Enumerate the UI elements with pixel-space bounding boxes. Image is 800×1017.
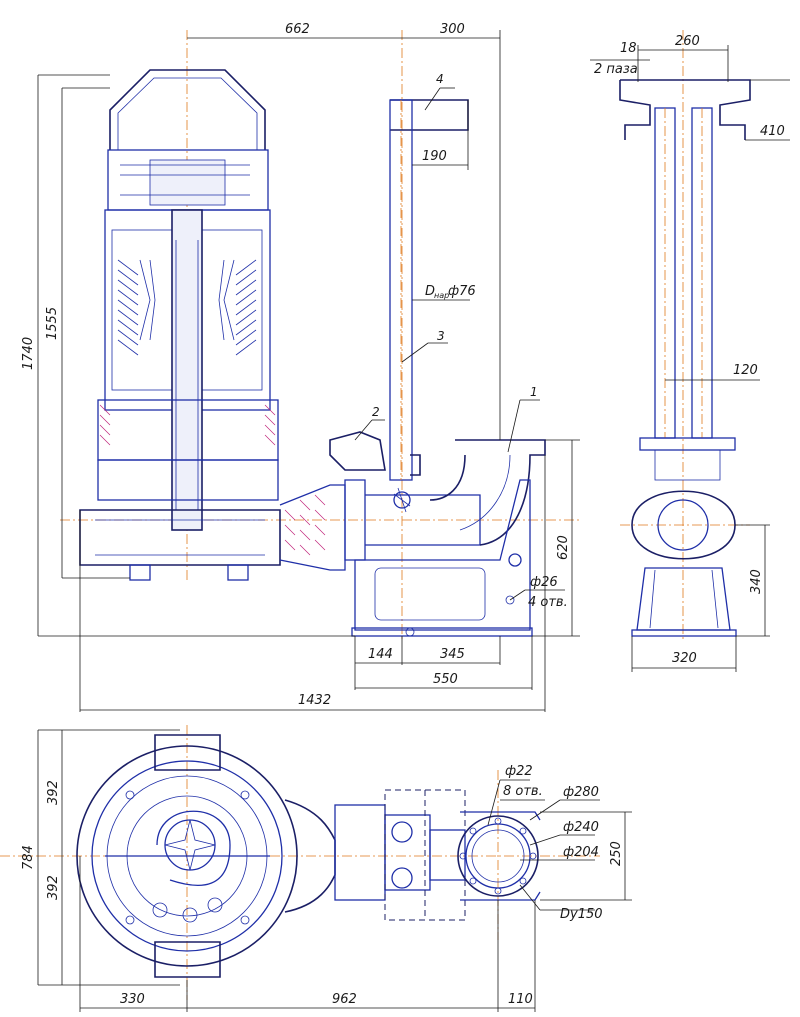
dim-410: 410 (760, 124, 785, 139)
front-view: 662 300 190 D нар ф76 4 3 2 1 1740 1555 (21, 22, 580, 712)
dim-bolt-count: 8 отв. (503, 784, 543, 799)
guide-rail (389, 99, 469, 513)
dim-330: 330 (120, 992, 145, 1007)
dim-dy150: Dy150 (560, 907, 603, 922)
dim-1740: 1740 (21, 337, 36, 370)
dim-392-lower: 392 (46, 875, 61, 900)
dim-550: 550 (433, 672, 458, 687)
dim-392-upper: 392 (46, 780, 61, 805)
dim-slot-count: 2 паза (594, 62, 638, 77)
dim-250: 250 (609, 841, 624, 866)
callout-1: 1 (530, 385, 538, 399)
dim-18: 18 (620, 41, 637, 56)
dim-204: ф204 (563, 845, 599, 860)
dim-280: ф280 (563, 785, 599, 800)
outlet-flange (457, 811, 541, 901)
dim-pipe-d: D (425, 284, 435, 299)
stator-windings-left (117, 259, 156, 356)
dim-1555: 1555 (45, 307, 60, 340)
pump-plan (76, 734, 298, 978)
dim-bolt-holes: ф22 (505, 764, 533, 779)
pump-motor (79, 69, 346, 581)
dim-hole-count: 4 отв. (528, 595, 568, 610)
dim-pipe-value: ф76 (448, 284, 476, 299)
dim-620: 620 (556, 535, 571, 560)
dim-662: 662 (285, 22, 310, 37)
side-view: 260 18 2 паза 410 120 340 320 (590, 30, 790, 672)
callout-3: 3 (437, 329, 445, 343)
dim-345: 345 (440, 647, 465, 662)
plan-view: 784 392 392 330 962 110 ф22 8 отв. ф280 … (0, 725, 632, 1012)
dim-144: 144 (368, 647, 393, 662)
discharge-arm (284, 789, 466, 921)
discharge-connector (329, 431, 546, 637)
dim-962: 962 (332, 992, 357, 1007)
dim-784: 784 (21, 845, 36, 870)
dim-260: 260 (675, 34, 700, 49)
stator-windings-right (218, 259, 257, 356)
dim-300: 300 (440, 22, 465, 37)
dim-1432: 1432 (298, 693, 331, 708)
callout-4: 4 (436, 72, 444, 86)
dim-320: 320 (672, 651, 697, 666)
dim-190: 190 (422, 149, 447, 164)
dim-240: ф240 (563, 820, 599, 835)
dim-hole-diameter: ф26 (530, 575, 558, 590)
dim-120: 120 (733, 363, 758, 378)
callout-2: 2 (372, 405, 380, 419)
dim-340: 340 (749, 569, 764, 594)
dim-pipe-sub: нар (434, 291, 449, 300)
dim-110: 110 (508, 992, 533, 1007)
